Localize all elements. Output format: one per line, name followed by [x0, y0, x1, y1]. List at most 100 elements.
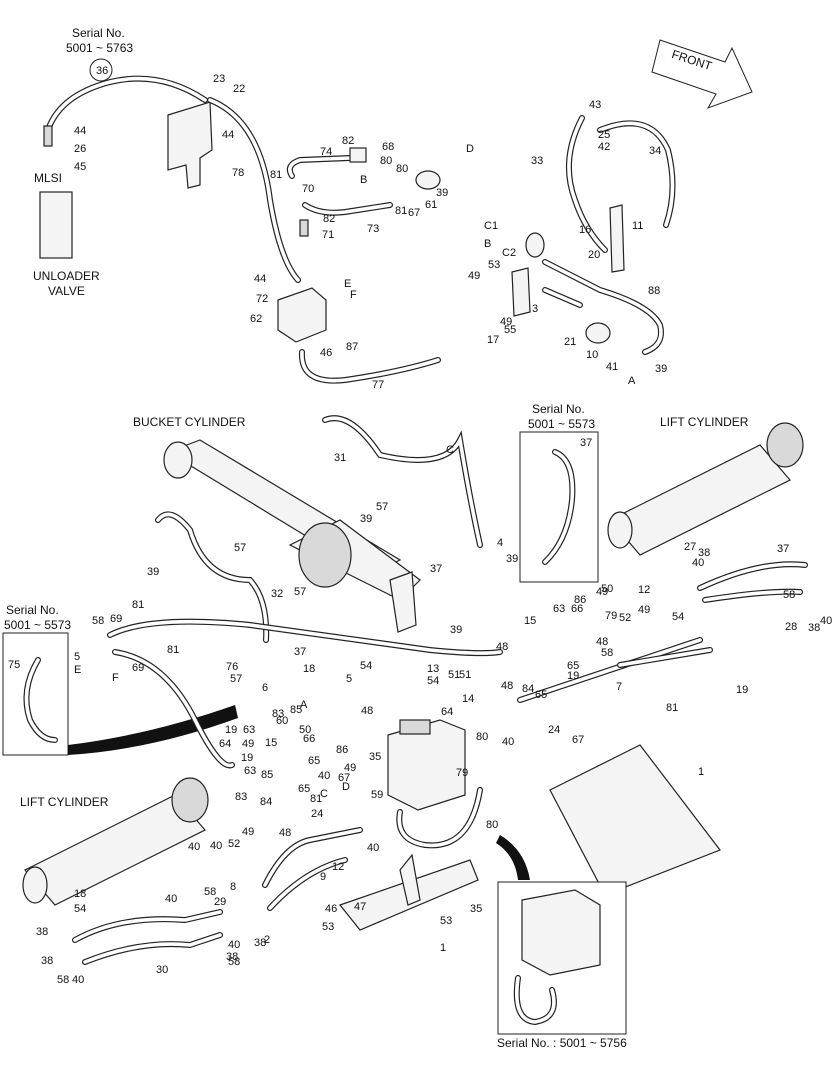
part-callout: 11	[632, 220, 643, 232]
part-callout: D	[342, 781, 350, 793]
part-callout: 75	[8, 659, 20, 671]
part-callout: 44	[222, 129, 234, 141]
part-callout: 2	[264, 934, 270, 946]
part-callout: 57	[234, 542, 246, 554]
part-callout: C	[446, 444, 454, 456]
part-callout: 84	[522, 683, 534, 695]
part-callout: 49	[344, 762, 356, 774]
part-callout: F	[112, 672, 119, 684]
part-callout: 42	[598, 141, 610, 153]
part-callout: 8	[230, 881, 236, 893]
part-callout: 15	[265, 737, 277, 749]
lift-cylinder-right-end	[607, 511, 633, 549]
part-callout: 39	[655, 363, 667, 375]
part-callout: 19	[225, 724, 237, 736]
part-callout: 81	[167, 644, 179, 656]
part-callout: 63	[243, 724, 255, 736]
part-callout: 78	[232, 167, 244, 179]
part-callout: 69	[132, 662, 144, 674]
part-callout: E	[344, 278, 351, 290]
part-callout: 65	[298, 783, 310, 795]
part-callout: 64	[219, 738, 231, 750]
part-callout: 81	[132, 599, 144, 611]
part-callout: 24	[548, 724, 560, 736]
part-callout: 87	[346, 341, 358, 353]
part-callout: 81	[310, 793, 322, 805]
part-callout: 80	[396, 163, 408, 175]
part-callout: 72	[256, 293, 268, 305]
part-callout: 63	[244, 765, 256, 777]
bucket-cylinder-mount	[389, 571, 417, 633]
part-callout: 60	[276, 715, 288, 727]
part-callout: 27	[684, 541, 696, 553]
part-callout: 52	[228, 838, 240, 850]
part-callout: 40	[72, 974, 84, 986]
main-valve-inset	[521, 889, 601, 976]
part-callout: 58	[204, 886, 216, 898]
part-callout: 84	[260, 796, 272, 808]
part-callout: 6	[262, 682, 268, 694]
part-callout: 40	[210, 840, 222, 852]
part-callout: 64	[441, 706, 453, 718]
main-control-valve	[387, 719, 483, 849]
part-callout: 88	[648, 285, 660, 297]
part-callout: 12	[332, 861, 344, 873]
part-callout: 86	[574, 594, 586, 606]
cover-plate-59	[549, 744, 721, 896]
part-callout: 5	[346, 673, 352, 685]
part-callout: 61	[425, 199, 437, 211]
part-callout: 69	[110, 613, 122, 625]
part-callout: 44	[74, 125, 86, 137]
part-callout: 82	[323, 213, 335, 225]
part-callout: 51	[448, 669, 460, 681]
flange-61	[415, 170, 441, 190]
part-callout: 66	[303, 733, 315, 745]
part-callout: B	[484, 238, 491, 250]
part-callout: 18	[74, 888, 86, 900]
part-callout: 85	[261, 769, 273, 781]
part-callout: 57	[376, 501, 388, 513]
part-callout: 17	[487, 334, 499, 346]
part-callout: 71	[322, 229, 334, 241]
part-callout: 38	[41, 955, 53, 967]
part-callout: 32	[271, 588, 283, 600]
part-callout: 51	[459, 669, 471, 681]
part-callout: 22	[233, 83, 245, 95]
part-callout: 48	[496, 641, 508, 653]
part-callout: 77	[372, 379, 384, 391]
bucket-cylinder-group: BUCKET CYLINDER	[133, 415, 421, 633]
part-callout: 20	[588, 249, 600, 261]
part-callout: 49	[596, 586, 608, 598]
part-callout: 4	[497, 537, 503, 549]
lift-cylinder-left-label: LIFT CYLINDER	[20, 795, 109, 809]
part-callout: 37	[777, 543, 789, 555]
part-callout: 74	[320, 146, 332, 158]
part-callout: 31	[334, 452, 346, 464]
part-callout: 49	[638, 604, 650, 616]
part-callout: 34	[649, 145, 661, 157]
lift-cylinder-right-eye	[766, 422, 804, 468]
callout-circle-36	[89, 58, 113, 82]
part-callout: 9	[320, 871, 326, 883]
part-callout: 44	[254, 273, 266, 285]
part-callout: A	[300, 699, 308, 711]
part-callout: 86	[336, 744, 348, 756]
pilot-valve-group	[277, 147, 441, 384]
part-callout: 7	[616, 681, 622, 693]
part-callout: 21	[564, 336, 576, 348]
part-callout: 10	[586, 349, 598, 361]
inset-pointer-left	[68, 705, 238, 755]
part-callout: 54	[672, 611, 684, 623]
part-callout: 38	[226, 951, 238, 963]
unloader-label-2: VALVE	[48, 284, 85, 298]
part-callout: 38	[254, 937, 266, 949]
fitting-71	[299, 219, 309, 237]
lift-cylinder-right-label: LIFT CYLINDER	[660, 415, 749, 429]
part-callout: 65	[567, 660, 579, 672]
clamp-21	[511, 267, 531, 317]
part-callout: 70	[302, 183, 314, 195]
part-callout: 37	[430, 563, 442, 575]
lift-cylinder-right-group: LIFT CYLINDER	[607, 415, 804, 556]
main-valve-body	[387, 719, 466, 811]
main-valve-top	[399, 719, 431, 735]
